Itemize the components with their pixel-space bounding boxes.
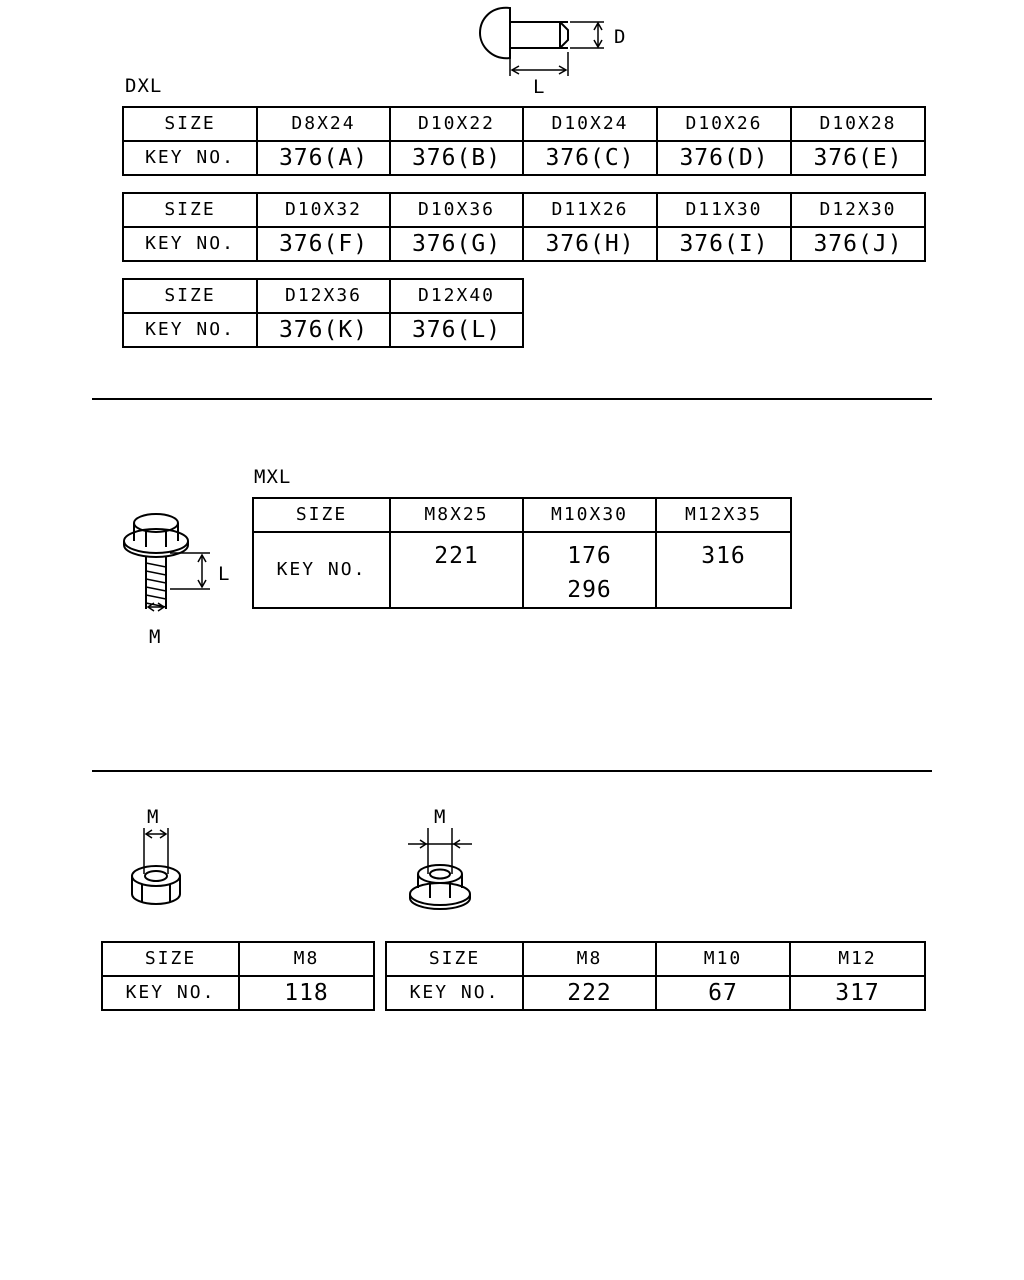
key-no-cell: 376(B) (389, 140, 524, 176)
key-no-cell: 376(A) (256, 140, 391, 176)
key-no-cell: 376(C) (522, 140, 658, 176)
dxl-spec-table-2: SIZE D10X32 D10X36 D11X26 D11X30 D12X30 … (122, 192, 926, 262)
key-no-cell: 376(J) (790, 226, 926, 262)
flange-bolt-drawing (123, 513, 210, 612)
key-no-cell: 317 (789, 975, 926, 1011)
table-row: SIZE M8 M10 M12 (385, 941, 926, 977)
key-no-header: KEY NO. (122, 312, 258, 348)
key-no-cell: 176 296 (522, 531, 657, 609)
dxl-spec-table-1: SIZE D8X24 D10X22 D10X24 D10X26 D10X28 K… (122, 106, 926, 176)
table-row: KEY NO. 222 67 317 (385, 975, 926, 1011)
key-no-cell: 376(D) (656, 140, 792, 176)
size-cell: M10 (655, 941, 791, 977)
size-cell: M12 (789, 941, 926, 977)
key-no-cell: 376(K) (256, 312, 391, 348)
size-cell: D10X24 (522, 106, 658, 142)
size-header: SIZE (252, 497, 391, 533)
table-row: KEY NO. 376(F) 376(G) 376(H) 376(I) 376(… (122, 226, 926, 262)
table-row: SIZE D8X24 D10X22 D10X24 D10X26 D10X28 (122, 106, 926, 142)
size-cell: D11X26 (522, 192, 658, 228)
size-cell: M8 (522, 941, 657, 977)
dimension-label-d: D (614, 26, 627, 48)
table-row: SIZE D12X36 D12X40 (122, 278, 524, 314)
dimension-label-m: M (147, 806, 160, 828)
key-no-cell: 376(E) (790, 140, 926, 176)
key-no-cell: 376(H) (522, 226, 658, 262)
table-row: SIZE M8X25 M10X30 M12X35 (252, 497, 792, 533)
dimension-label-m: M (149, 626, 162, 648)
size-cell: D12X40 (389, 278, 524, 314)
size-header: SIZE (122, 278, 258, 314)
section-label-mxl: MXL (254, 466, 292, 488)
key-no-header: KEY NO. (122, 140, 258, 176)
key-no-cell: 221 (389, 531, 524, 609)
section-divider (92, 398, 932, 400)
dimension-label-l: L (218, 563, 231, 585)
round-head-pin-drawing (478, 6, 604, 76)
size-header: SIZE (385, 941, 524, 977)
key-no-header: KEY NO. (252, 531, 391, 609)
key-no-cell: 316 (655, 531, 792, 609)
section-divider (92, 770, 932, 772)
table-row: SIZE M8 (101, 941, 375, 977)
key-no-header: KEY NO. (122, 226, 258, 262)
key-no-value: 176 (567, 543, 612, 569)
key-no-cell: 376(G) (389, 226, 524, 262)
table-row: KEY NO. 221 176 296 316 (252, 531, 792, 609)
dimension-label-m: M (434, 806, 447, 828)
key-no-cell: 222 (522, 975, 657, 1011)
size-header: SIZE (122, 106, 258, 142)
size-cell: M8X25 (389, 497, 524, 533)
key-no-cell: 376(F) (256, 226, 391, 262)
size-cell: D10X36 (389, 192, 524, 228)
size-cell: D10X28 (790, 106, 926, 142)
key-no-header: KEY NO. (385, 975, 524, 1011)
key-no-value: 221 (434, 543, 479, 569)
section-label-dxl: DXL (125, 75, 163, 97)
table-row: KEY NO. 376(K) 376(L) (122, 312, 524, 348)
dimension-label-l: L (533, 76, 546, 98)
hex-nut-spec-table: SIZE M8 KEY NO. 118 (101, 941, 375, 1011)
key-no-cell: 67 (655, 975, 791, 1011)
size-header: SIZE (101, 941, 240, 977)
size-cell: D12X30 (790, 192, 926, 228)
key-no-header: KEY NO. (101, 975, 240, 1011)
mxl-spec-table: SIZE M8X25 M10X30 M12X35 KEY NO. 221 176… (252, 497, 792, 609)
size-cell: D8X24 (256, 106, 391, 142)
size-cell: M10X30 (522, 497, 657, 533)
hex-nut-drawing (131, 828, 181, 905)
size-cell: D10X22 (389, 106, 524, 142)
size-cell: D10X26 (656, 106, 792, 142)
table-row: KEY NO. 376(A) 376(B) 376(C) 376(D) 376(… (122, 140, 926, 176)
key-no-cell: 376(I) (656, 226, 792, 262)
table-row: SIZE D10X32 D10X36 D11X26 D11X30 D12X30 (122, 192, 926, 228)
size-cell: D10X32 (256, 192, 391, 228)
size-cell: D12X36 (256, 278, 391, 314)
size-cell: M8 (238, 941, 375, 977)
key-no-value: 296 (567, 577, 612, 603)
flange-nut-spec-table: SIZE M8 M10 M12 KEY NO. 222 67 317 (385, 941, 926, 1011)
key-no-cell: 118 (238, 975, 375, 1011)
size-header: SIZE (122, 192, 258, 228)
key-no-cell: 376(L) (389, 312, 524, 348)
flange-nut-drawing (408, 828, 472, 910)
table-row: KEY NO. 118 (101, 975, 375, 1011)
size-cell: D11X30 (656, 192, 792, 228)
key-no-value: 316 (701, 543, 746, 569)
dxl-spec-table-3: SIZE D12X36 D12X40 KEY NO. 376(K) 376(L) (122, 278, 524, 348)
size-cell: M12X35 (655, 497, 792, 533)
